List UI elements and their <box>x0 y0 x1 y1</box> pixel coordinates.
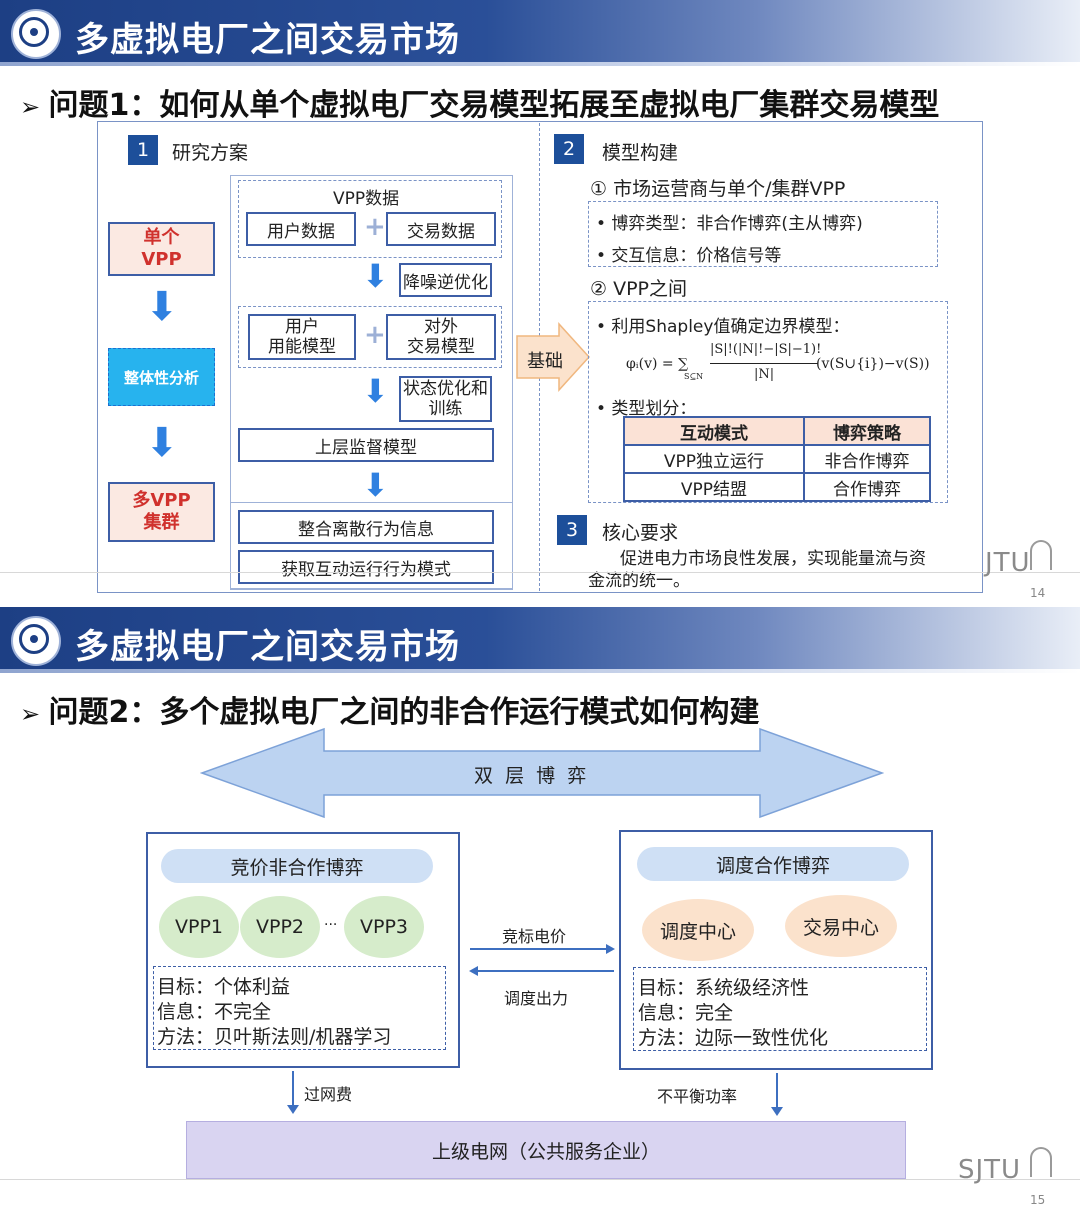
arrow-down-icon: ⬇ <box>362 257 389 295</box>
section-number: 2 <box>554 134 584 164</box>
upper-grid-box: 上级电网（公共服务企业） <box>186 1121 906 1179</box>
dispatch-game-pill: 调度合作博弈 <box>637 847 909 881</box>
upper-model-box: 上层监督模型 <box>238 428 494 462</box>
shapley-text: • 利用Shapley值确定边界模型： <box>596 317 850 337</box>
university-logo-icon <box>11 9 61 59</box>
model-item-1-title: ① 市场运营商与单个/集群VPP <box>590 178 846 200</box>
arrow-right-icon <box>470 944 615 954</box>
state-optimize-box: 状态优化和 训练 <box>399 376 492 422</box>
page-number: 14 <box>1030 586 1046 600</box>
model-group <box>238 306 502 368</box>
right-method: 方法：边际一致性优化 <box>638 1027 829 1049</box>
type-division-text: • 类型划分： <box>596 399 697 419</box>
dispatch-center-node: 调度中心 <box>642 899 754 961</box>
core-text-line2: 金流的统一。 <box>588 571 690 591</box>
plus-icon: + <box>364 320 386 350</box>
multi-vpp-box: 多VPP 集群 <box>108 482 215 542</box>
arrow-down-icon <box>287 1071 299 1114</box>
section-label: 模型构建 <box>602 142 679 164</box>
arrow-down-icon: ⬇ <box>145 420 179 466</box>
section-label: 核心要求 <box>602 522 679 544</box>
dispatch-panel <box>619 830 933 1070</box>
left-method: 方法：贝叶斯法则/机器学习 <box>157 1026 392 1048</box>
obtain-box: 获取互动运行行为模式 <box>238 550 494 584</box>
dispatch-output-label: 调度出力 <box>504 989 569 1008</box>
basis-arrow-icon <box>516 322 591 392</box>
interaction-info-text: • 交互信息：价格信号等 <box>596 246 782 266</box>
bid-price-label: 竞标电价 <box>502 927 567 946</box>
vpp-data-group <box>238 180 502 258</box>
vpp2-node: VPP2 <box>240 896 320 958</box>
arrow-down-icon: ⬇ <box>362 466 389 504</box>
table-header: 博弈策略 <box>803 416 931 446</box>
left-info: 信息：不完全 <box>157 1001 272 1023</box>
user-model-box: 用户 用能模型 <box>248 314 356 360</box>
arrow-down-icon: ⬇ <box>362 372 389 410</box>
slide-1: 多虚拟电厂之间交易市场 ➢ 问题1：如何从单个虚拟电厂交易模型拓展至虚拟电厂集群… <box>0 0 1080 604</box>
denoise-box: 降噪逆优化 <box>399 263 492 297</box>
watermark-logo: SJTU <box>958 1155 1022 1185</box>
section-number: 1 <box>128 135 158 165</box>
title-banner <box>0 607 1080 669</box>
left-goal: 目标：个体利益 <box>157 976 291 998</box>
core-text-line1: 促进电力市场良性发展，实现能量流与资 <box>620 549 926 569</box>
network-fee-label: 过网费 <box>304 1085 353 1104</box>
slide-2: 多虚拟电厂之间交易市场 ➢ 问题2：多个虚拟电厂之间的非合作运行模式如何构建 双… <box>0 607 1080 1214</box>
bilevel-game-label: 双 层 博 弈 <box>474 765 587 787</box>
slide-title: 多虚拟电厂之间交易市场 <box>75 20 460 60</box>
table-header: 互动模式 <box>623 416 805 446</box>
gate-icon <box>1030 1147 1052 1177</box>
arrow-left-icon <box>469 966 614 976</box>
page-number: 15 <box>1030 1193 1046 1207</box>
arrow-down-icon <box>771 1073 783 1116</box>
user-data-box: 用户数据 <box>246 212 356 246</box>
content-frame <box>97 121 983 593</box>
table-row: VPP独立运行非合作博弈 <box>623 444 931 474</box>
imbalance-power-label: 不平衡功率 <box>657 1087 738 1106</box>
title-banner <box>0 0 1080 62</box>
section-number: 3 <box>557 515 587 545</box>
model-item-2-title: ② VPP之间 <box>590 278 687 300</box>
mode-strategy-table: 互动模式博弈策略 VPP独立运行非合作博弈 VPP结盟合作博弈 <box>623 416 931 502</box>
basis-label: 基础 <box>527 351 563 372</box>
slide-title: 多虚拟电厂之间交易市场 <box>75 627 460 667</box>
single-vpp-box: 单个 VPP <box>108 222 215 276</box>
arrow-down-icon: ⬇ <box>145 284 179 330</box>
question-heading: ➢ 问题1：如何从单个虚拟电厂交易模型拓展至虚拟电厂集群交易模型 <box>20 88 940 123</box>
gate-icon <box>1030 540 1052 570</box>
shapley-formula: φᵢ(v) = ∑ S⊆N |S|!(|N|!−|S|−1)! |N| (v(S… <box>626 342 930 382</box>
bidding-panel <box>146 832 460 1068</box>
game-type-text: • 博弈类型：非合作博弈(主从博弈) <box>596 214 863 234</box>
right-info: 信息：完全 <box>638 1002 734 1024</box>
double-arrow-icon <box>200 727 884 819</box>
ellipsis: ··· <box>324 917 338 933</box>
integrate-box: 整合离散行为信息 <box>238 510 494 544</box>
vpp1-node: VPP1 <box>159 896 239 958</box>
vpp-data-title: VPP数据 <box>333 189 400 209</box>
trade-data-box: 交易数据 <box>386 212 496 246</box>
watermark-logo: JTU <box>985 548 1031 578</box>
external-model-box: 对外 交易模型 <box>386 314 496 360</box>
table-row: VPP结盟合作博弈 <box>623 472 931 502</box>
right-goal: 目标：系统级经济性 <box>638 977 810 999</box>
plus-icon: + <box>364 212 386 242</box>
bidding-game-pill: 竞价非合作博弈 <box>161 849 433 883</box>
vpp3-node: VPP3 <box>344 896 424 958</box>
university-logo-icon <box>11 616 61 666</box>
trade-center-node: 交易中心 <box>785 895 897 957</box>
section-label: 研究方案 <box>172 142 249 164</box>
question-heading: ➢ 问题2：多个虚拟电厂之间的非合作运行模式如何构建 <box>20 695 760 730</box>
analysis-box: 整体性分析 <box>108 348 215 406</box>
